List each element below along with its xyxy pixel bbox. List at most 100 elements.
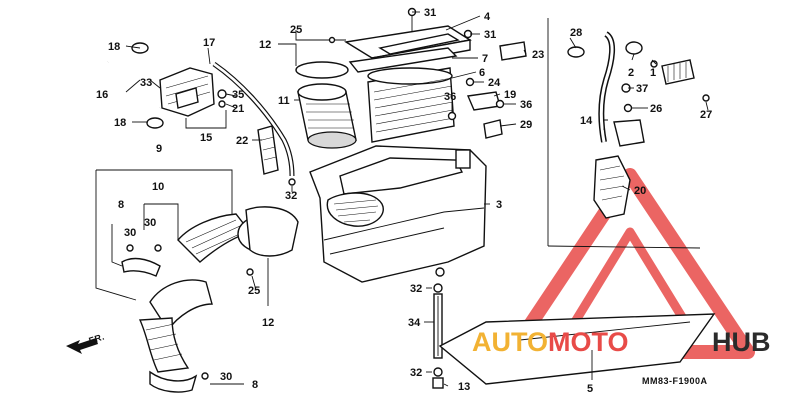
leader-lines [95,11,709,387]
clip-18-bottom [146,117,164,129]
callout-32-left: 32 [285,190,297,202]
front-label: FR. [88,331,106,345]
callout-32-drain: 32 [410,283,422,295]
bolt-35 [217,89,227,99]
callout-33: 33 [140,77,152,89]
callout-23: 23 [532,49,544,61]
pad-5 [438,313,716,385]
front-arrow-icon [66,338,98,354]
clip-32-left [288,178,296,186]
callout-30-lower: 30 [220,371,232,383]
screw-30-mid [154,244,162,252]
callout-32-lower: 32 [410,367,422,379]
filter-1 [661,59,695,85]
callout-9: 9 [156,143,162,155]
callout-28: 28 [570,27,582,39]
right-parts-group [547,18,710,249]
case-fasteners [447,77,505,139]
label-23 [499,41,527,61]
callout-6: 6 [479,67,485,79]
drain-port [435,267,445,277]
callout-12-top: 12 [259,39,271,51]
callout-5: 5 [587,383,593,395]
bolt-24 [465,77,475,87]
callout-7: 7 [482,53,488,65]
callout-11: 11 [278,95,290,107]
callout-16: 16 [96,89,108,101]
callout-15: 15 [200,132,212,144]
callout-29: 29 [520,119,532,131]
callout-30-left: 30 [124,227,136,239]
bracket-19 [466,91,501,111]
clip-28 [567,46,585,58]
watermark-auto: AUTO [472,327,548,357]
callout-1: 1 [650,67,656,79]
callout-31-side: 31 [484,29,496,41]
callout-13: 13 [458,381,470,393]
callout-3: 3 [496,199,502,211]
pad-5-body [438,313,716,385]
clip-32-drain [433,283,443,293]
watermark-text: AUTO MOTO HUB [472,327,771,357]
air-cleaner-cover [344,7,527,143]
case-intake-mesh [326,192,384,227]
bracket-20 [593,155,631,219]
plug-13 [432,377,444,389]
bolt-36-left [447,111,457,121]
bracket-22 [257,125,279,175]
watermark-hub: HUB [712,327,771,357]
valve-body [613,119,645,147]
callout-36-left: 36 [444,91,456,103]
callout-12-lower: 12 [262,317,274,329]
callout-8-upper: 8 [118,199,124,211]
callout-14: 14 [580,115,593,127]
grommet-29 [483,119,503,139]
screw-25-lower [246,268,254,276]
air-cleaner-case [309,145,487,283]
band-8-upper [121,257,161,277]
callout-25-top: 25 [290,24,302,36]
callout-labels: 18 33 16 18 17 35 21 15 22 32 12 25 11 3… [96,7,712,395]
callout-10: 10 [152,181,164,193]
callout-36-right: 36 [520,99,532,111]
seal-7 [348,47,458,73]
callout-2: 2 [628,67,634,79]
screw-30-lower [201,372,209,380]
callout-18-top: 18 [108,41,120,53]
diagram-code: MM83-F1900A [642,376,708,386]
band-12-duct [245,206,299,257]
separator-window [175,87,199,109]
breather-assembly [107,42,296,186]
callout-30-mid: 30 [144,217,156,229]
callout-25-lower: 25 [248,285,260,297]
case-inlet-boss [455,149,471,169]
screw-30-left [126,244,134,252]
drain-assembly [432,283,444,389]
clip-1-end [650,60,658,68]
air-funnel-assembly [295,36,357,149]
washer-26 [623,103,633,113]
callout-24: 24 [488,77,501,89]
duct-elbow [149,279,213,332]
callout-18-bottom: 18 [114,117,126,129]
watermark-moto: MOTO [548,327,629,357]
callout-4: 4 [484,11,491,23]
callout-34: 34 [408,317,421,329]
callout-35: 35 [232,89,244,101]
front-direction-marker: FR. [66,331,106,354]
callout-22: 22 [236,135,248,147]
intake-duct-assembly [121,206,299,393]
duct-9-lower [138,317,190,373]
bolt-36-right [495,99,505,109]
callout-31-top: 31 [424,7,436,19]
callout-19: 19 [504,89,516,101]
callout-27: 27 [700,109,712,121]
callout-37: 37 [636,83,648,95]
clip-2 [625,41,643,55]
callout-17: 17 [203,37,215,49]
band-8-lower [149,370,198,393]
callout-21: 21 [232,103,244,115]
clip-27 [702,94,710,102]
